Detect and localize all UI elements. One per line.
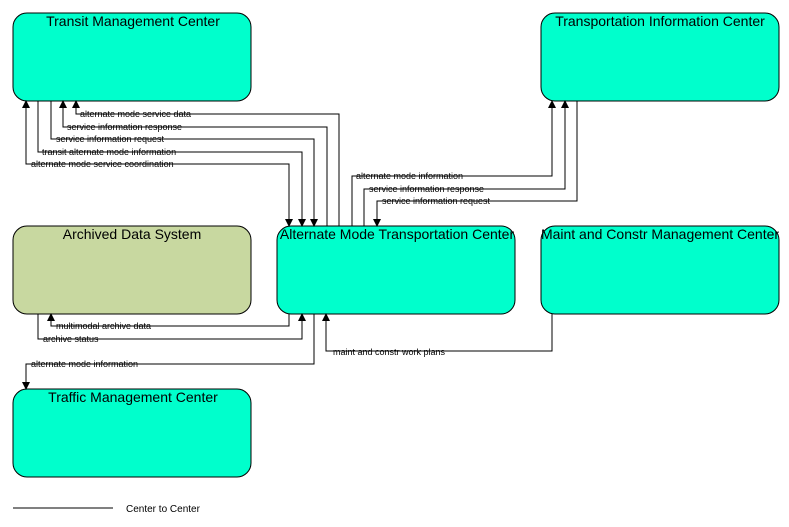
node-title: Transit Management Center [46, 13, 220, 29]
node-title: Transportation Information Center [555, 13, 765, 29]
node-title: Alternate Mode Transportation Center [280, 226, 515, 242]
flow-line [351, 100, 556, 226]
flow-label: alternate mode service coordination [31, 159, 174, 169]
flow-label: multimodal archive data [56, 321, 151, 331]
flow-line [322, 313, 553, 352]
flow-line [363, 100, 569, 226]
flow-label: alternate mode service data [80, 109, 191, 119]
flow-maint-and-constr-work-plans[interactable]: maint and constr work plans [322, 313, 553, 357]
node-transit-management-center[interactable]: Transit Management Center [12, 12, 252, 102]
flow-label: service information response [369, 184, 484, 194]
node-box [540, 12, 780, 102]
flow-multimodal-archive-data[interactable]: multimodal archive data [47, 313, 290, 331]
flow-label: maint and constr work plans [333, 347, 446, 357]
flow-service-information-response-transit[interactable]: service information response [59, 100, 328, 226]
flow-line [72, 100, 340, 226]
flow-label: service information request [382, 196, 491, 206]
flow-label: service information request [56, 134, 165, 144]
flow-label: transit alternate mode information [42, 147, 176, 157]
node-transportation-information-center[interactable]: Transportation Information Center [540, 12, 780, 102]
node-box [540, 225, 780, 315]
flow-line [37, 313, 306, 340]
node-box [276, 225, 516, 315]
flow-line [59, 100, 328, 226]
node-box [12, 388, 252, 478]
flow-archive-status[interactable]: archive status [37, 313, 306, 344]
flow-line [373, 101, 578, 227]
flow-line-return [26, 163, 293, 227]
node-title: Maint and Constr Management Center [541, 226, 779, 242]
node-alternate-mode-transportation-center[interactable]: Alternate Mode Transportation Center [276, 225, 516, 315]
node-traffic-management-center[interactable]: Traffic Management Center [12, 388, 252, 478]
flow-label: alternate mode information [31, 359, 138, 369]
node-title: Traffic Management Center [48, 389, 218, 405]
legend: Center to Center [13, 504, 201, 515]
flow-label: alternate mode information [356, 171, 463, 181]
flow-alternate-mode-service-data[interactable]: alternate mode service data [72, 100, 340, 226]
flow-line [37, 101, 306, 227]
node-archived-data-system[interactable]: Archived Data System [12, 225, 252, 315]
flow-label: service information response [67, 122, 182, 132]
flow-line [50, 101, 318, 227]
node-title: Archived Data System [63, 226, 202, 242]
flow-alternate-mode-information-traffic[interactable]: alternate mode information [22, 314, 315, 390]
node-maint-and-constr-management-center[interactable]: Maint and Constr Management Center [540, 225, 780, 315]
flow-service-information-response-tic[interactable]: service information response [363, 100, 569, 226]
flow-service-information-request-tic[interactable]: service information request [373, 101, 578, 227]
flow-alternate-mode-service-coordination[interactable]: alternate mode service coordination [22, 100, 293, 227]
flow-alternate-mode-information-tic[interactable]: alternate mode information [351, 100, 556, 226]
node-box [12, 12, 252, 102]
flow-line [47, 313, 290, 327]
legend-label: Center to Center [126, 504, 201, 515]
node-box [12, 225, 252, 315]
flow-transit-alternate-mode-information[interactable]: transit alternate mode information [37, 101, 306, 227]
flow-label: archive status [43, 334, 99, 344]
flow-line [22, 314, 315, 390]
flow-service-information-request-transit[interactable]: service information request [50, 101, 318, 227]
